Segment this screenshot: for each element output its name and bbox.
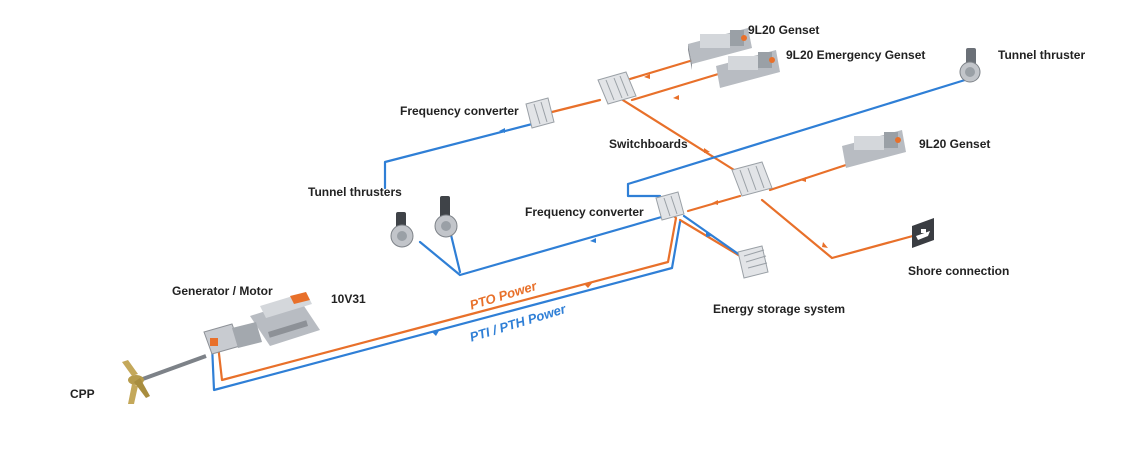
label-generator-motor: Generator / Motor bbox=[172, 284, 273, 298]
pti-line-main bbox=[210, 220, 682, 392]
pti-line-ess bbox=[682, 214, 746, 260]
pto-arrow-4 bbox=[704, 148, 710, 153]
pto-arrow-2 bbox=[644, 74, 650, 79]
label-tunnel-thrusters: Tunnel thrusters bbox=[308, 185, 402, 199]
propeller-icon bbox=[122, 354, 207, 404]
emergency-genset-illustration bbox=[716, 50, 780, 88]
energy-storage-illustration bbox=[737, 245, 769, 279]
generator-motor-illustration bbox=[203, 322, 262, 355]
pto-line-shore bbox=[760, 198, 922, 260]
pto-arrow-5 bbox=[800, 177, 806, 182]
genset-top-illustration bbox=[688, 28, 752, 70]
pti-line-fc-to-thrusters bbox=[418, 212, 674, 277]
pto-arrow-3 bbox=[673, 95, 679, 100]
label-shore-connection: Shore connection bbox=[908, 264, 1010, 278]
pti-arrow-3 bbox=[499, 128, 505, 133]
pto-arrow-7 bbox=[822, 242, 828, 248]
pti-arrow-4 bbox=[706, 232, 712, 237]
label-engine-10v31: 10V31 bbox=[331, 292, 366, 306]
label-freq-converter-mid: Frequency converter bbox=[525, 205, 644, 219]
pto-line-genset-top bbox=[618, 56, 702, 84]
pti-lines bbox=[210, 78, 967, 392]
pti-line-loop-left bbox=[383, 120, 542, 190]
flow-arrows bbox=[432, 74, 828, 336]
label-freq-converter-top: Frequency converter bbox=[400, 104, 519, 118]
label-cpp: CPP bbox=[70, 387, 95, 401]
label-emergency-genset: 9L20 Emergency Genset bbox=[786, 48, 926, 62]
label-genset-top: 9L20 Genset bbox=[748, 23, 820, 37]
label-switchboards: Switchboards bbox=[609, 137, 688, 151]
label-energy-storage: Energy storage system bbox=[713, 302, 846, 316]
pti-line-tunnel-thruster bbox=[626, 78, 967, 198]
genset-mid-illustration bbox=[842, 130, 906, 168]
engine-10v31-illustration bbox=[250, 292, 320, 346]
pto-line-switchboards-link bbox=[608, 90, 752, 182]
pto-line-emergency bbox=[630, 70, 727, 102]
tunnel-thrusters-left-illustration bbox=[390, 196, 458, 248]
ship-icon bbox=[912, 218, 934, 248]
switchboard-mid-illustration bbox=[731, 161, 773, 197]
pti-arrow-1 bbox=[432, 329, 440, 336]
label-tunnel-thruster: Tunnel thruster bbox=[998, 48, 1086, 62]
freq-converter-top-illustration bbox=[525, 97, 555, 129]
label-genset-mid: 9L20 Genset bbox=[919, 137, 991, 151]
pto-line-genset-mid bbox=[768, 160, 857, 192]
pto-line-fc-top bbox=[546, 98, 602, 115]
pti-arrow-2 bbox=[590, 238, 596, 243]
switchboard-top-illustration bbox=[597, 71, 637, 105]
freq-converter-mid-illustration bbox=[655, 191, 685, 221]
pto-arrow-6 bbox=[712, 200, 718, 205]
pto-line-ess bbox=[678, 218, 742, 258]
pto-lines bbox=[216, 56, 922, 382]
pto-arrow-1 bbox=[585, 282, 593, 288]
tunnel-thruster-right-illustration bbox=[959, 48, 981, 83]
